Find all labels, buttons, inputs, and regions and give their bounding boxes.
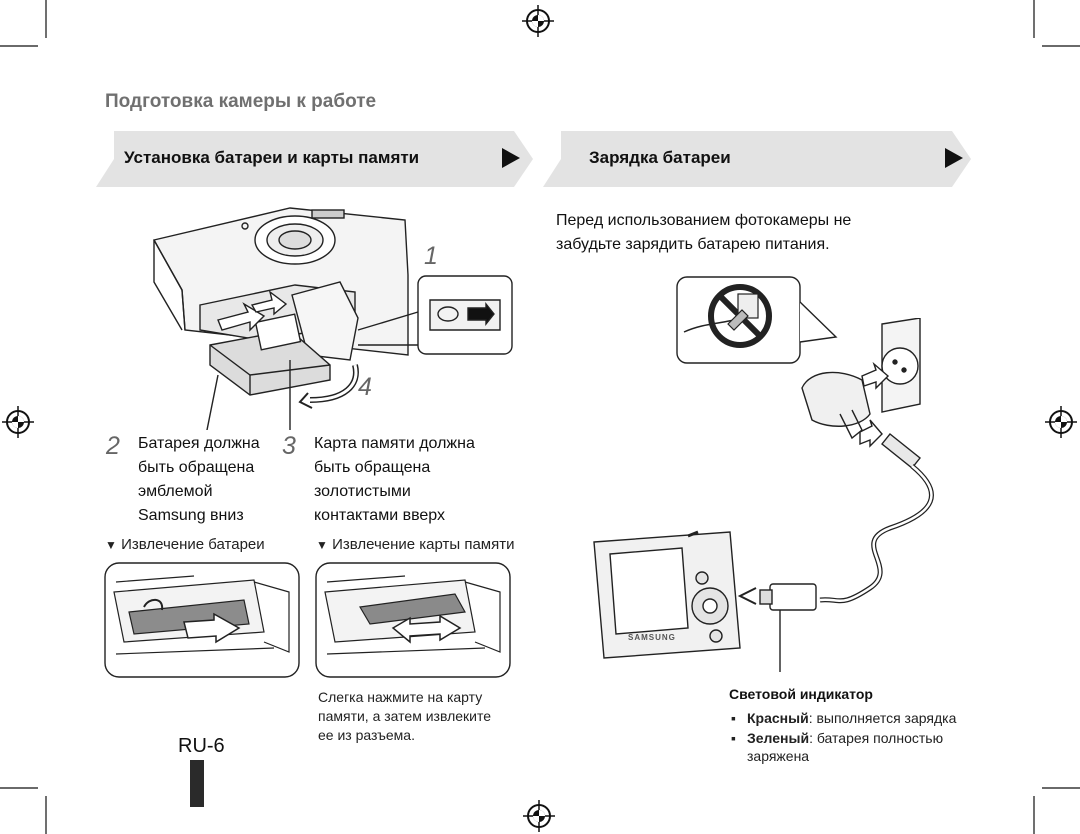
step-number-3: 3 [282,432,296,460]
bullet-icon: ▪ [731,710,736,726]
charging-intro-line: забудьте зарядить батарею питания. [556,236,830,253]
camera-brand-label: SAMSUNG [628,633,676,642]
note-line: ее из разъема. [318,727,415,743]
caption-line: Карта памяти должна [314,435,475,452]
page-tab-marker [190,760,204,807]
registration-mark-bottom-icon [523,800,555,832]
card-removal-note: Слегка нажмите на карту памяти, а затем … [318,688,548,745]
step-2-caption: Батарея должна быть обращена эмблемой Sa… [138,432,260,528]
indicator-title: Световой индикатор [729,686,873,702]
card-removal-label: Извлечение карты памяти [332,536,515,553]
bullet-icon: ▪ [731,730,736,746]
indicator-color-green: Зеленый [747,730,810,746]
indicator-item-green: ▪ Зеленый: батарея полностью заряжена [731,729,1001,765]
indicator-text-continued: заряжена [747,748,810,764]
indicator-text: : выполняется зарядка [808,710,957,726]
caption-line: контактами вверх [314,507,446,524]
charging-intro: Перед использованием фотокамеры не забуд… [556,209,956,257]
section-title-charging: Зарядка батареи [589,148,731,167]
note-line: Слегка нажмите на карту [318,689,483,705]
charging-intro-line: Перед использованием фотокамеры не [556,212,852,229]
step-3-caption: Карта памяти должна быть обращена золоти… [314,432,475,528]
section-banner-charging: Зарядка батареи [543,131,971,187]
caption-line: золотистыми [314,483,411,500]
card-removal-illustration [315,562,511,678]
play-arrow-icon [502,148,520,168]
note-line: памяти, а затем извлеките [318,708,492,724]
page-title: Подготовка камеры к работе [105,91,377,112]
battery-removal-label: Извлечение батареи [121,536,265,553]
caption-line: Батарея должна [138,435,260,452]
caption-line: эмблемой [138,483,213,500]
charging-setup-illustration [593,318,934,672]
page-number: RU-6 [178,735,225,757]
section-title-battery-card: Установка батареи и карты памяти [124,148,420,167]
step-number-2: 2 [106,432,120,460]
caption-line: быть обращена [138,459,255,476]
battery-insertion-illustration [152,207,513,430]
caption-line: быть обращена [314,459,431,476]
registration-mark-left-icon [2,406,34,438]
play-arrow-icon [945,148,963,168]
triangle-down-icon: ▼ [105,538,117,552]
step-number-1: 1 [424,242,438,270]
battery-removal-heading: ▼ Извлечение батареи [105,536,265,553]
banner-background [543,131,971,187]
registration-mark-top-icon [522,5,554,37]
section-banner-battery-card: Установка батареи и карты памяти [96,131,533,187]
no-plug-warning-illustration [676,276,838,364]
indicator-color-red: Красный [747,710,809,726]
caption-line: Samsung вниз [138,507,244,524]
indicator-text: : батарея полностью [809,730,944,746]
triangle-down-icon: ▼ [316,538,328,552]
registration-mark-right-icon [1045,406,1077,438]
step-number-4: 4 [358,373,372,401]
indicator-item-red: ▪ Красный: выполняется зарядка [731,709,1001,727]
card-removal-heading: ▼ Извлечение карты памяти [316,536,515,553]
indicator-list: ▪ Красный: выполняется зарядка ▪ Зеленый… [731,709,1001,767]
banner-background [96,131,533,187]
battery-removal-illustration [104,562,300,678]
